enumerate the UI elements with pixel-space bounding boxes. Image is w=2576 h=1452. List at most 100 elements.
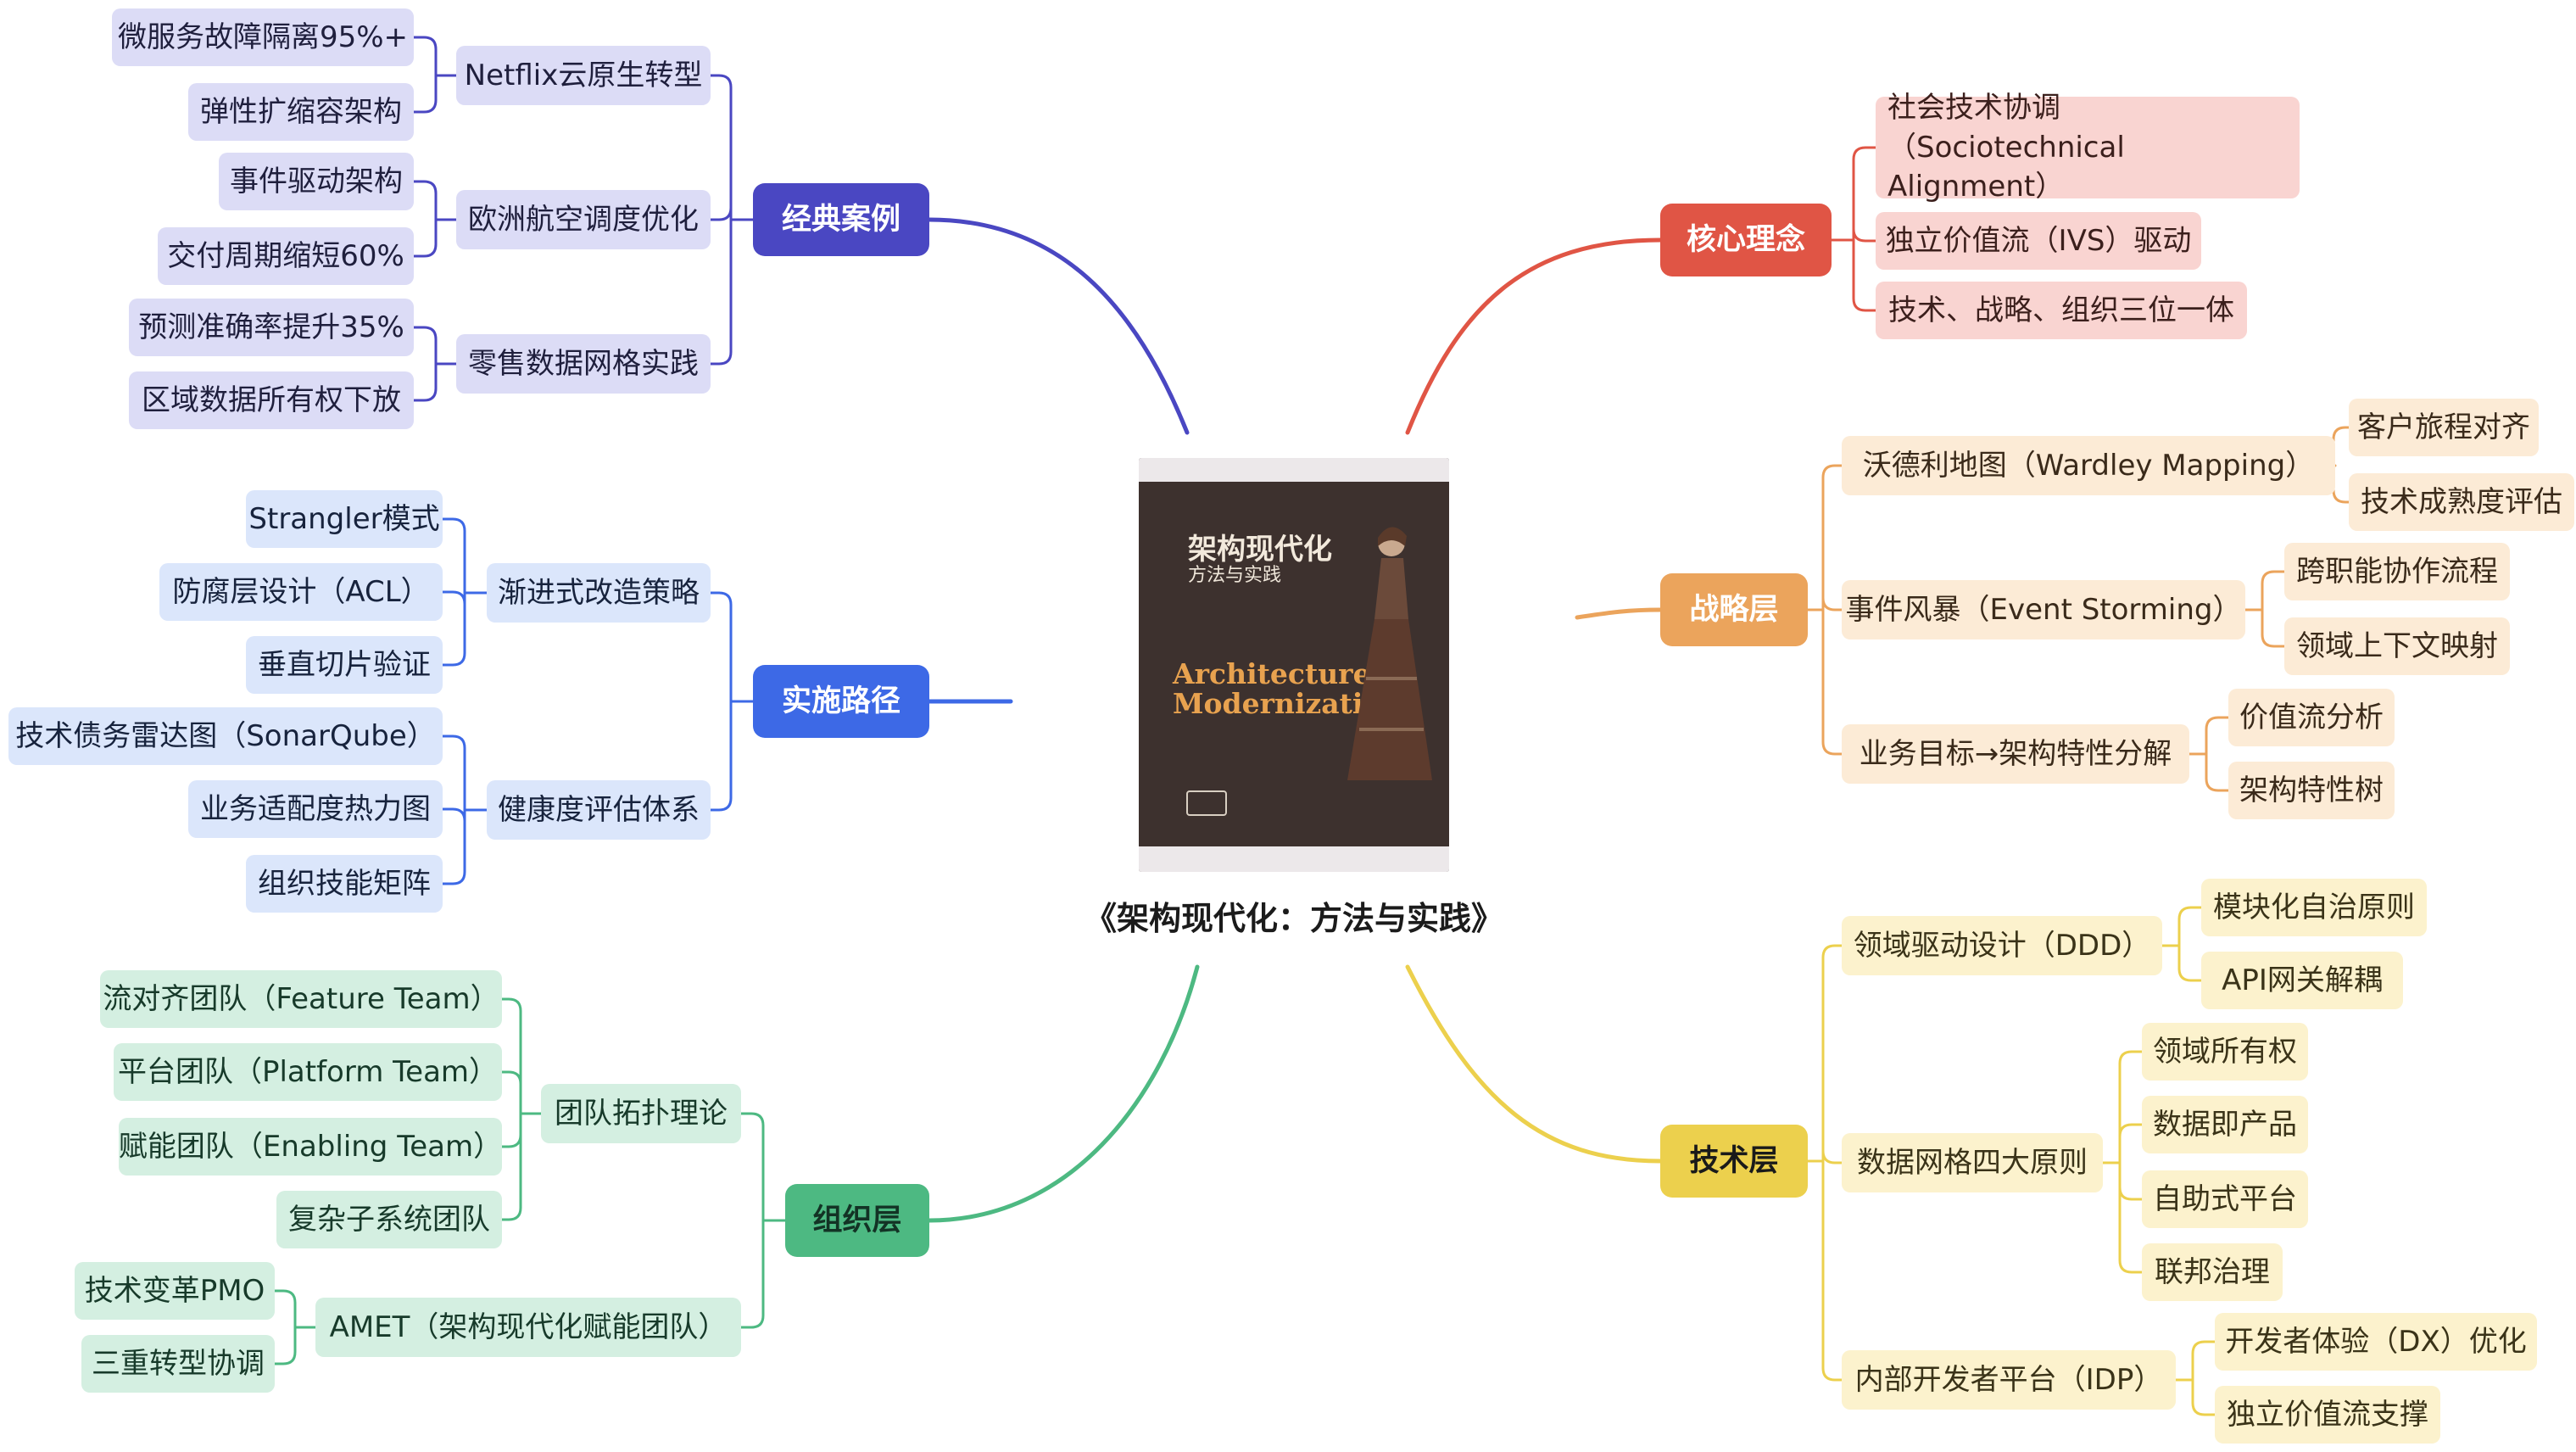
retail-leg-1 — [412, 362, 438, 402]
org-transformation-pmo[interactable]: 技术变革PMO — [75, 1262, 275, 1320]
path-business-heatmap[interactable]: 业务适配度热力图 — [188, 780, 443, 838]
tech-data-mesh[interactable]: 数据网格四大原则 — [1842, 1133, 2103, 1192]
branch-strategy-layer[interactable]: 战略层 — [1660, 573, 1808, 646]
tech-value-stream-support[interactable]: 独立价值流支撑 — [2215, 1386, 2440, 1444]
topology-leg-3 — [500, 1112, 522, 1221]
case-aviation-cycle-time[interactable]: 交付周期缩短60% — [158, 227, 414, 285]
line-org — [927, 964, 1200, 1223]
orgb-leg-1 — [739, 1219, 765, 1329]
org-complicated-subsystem-team[interactable]: 复杂子系统团队 — [276, 1191, 502, 1248]
health-leg-0 — [441, 734, 466, 812]
topology-leg-0 — [500, 997, 522, 1115]
branch-core-concepts[interactable]: 核心理念 — [1660, 204, 1832, 276]
tech-api-gateway[interactable]: API网关解耦 — [2201, 952, 2403, 1009]
branch-classic-cases[interactable]: 经典案例 — [753, 183, 929, 256]
org-platform-team[interactable]: 平台团队（Platform Team） — [114, 1043, 502, 1101]
core-item-trinity[interactable]: 技术、战略、组织三位一体 — [1876, 282, 2247, 339]
goal-leg-0 — [2205, 716, 2230, 756]
pathb-leg-1 — [709, 700, 733, 812]
core-item-ivs[interactable]: 独立价值流（IVS）驱动 — [1876, 212, 2201, 270]
tech-idp[interactable]: 内部开发者平台（IDP） — [1842, 1350, 2176, 1410]
path-incremental-strategy[interactable]: 渐进式改造策略 — [487, 563, 711, 623]
strategy-leg-0 — [1821, 464, 1843, 612]
branch-org-layer[interactable]: 组织层 — [785, 1184, 929, 1257]
aviation-leg-0 — [412, 180, 438, 221]
path-acl[interactable]: 防腐层设计（ACL） — [159, 563, 443, 621]
org-enabling-team[interactable]: 赋能团队（Enabling Team） — [119, 1118, 502, 1176]
case-aviation-event-driven[interactable]: 事件驱动架构 — [219, 153, 414, 210]
wardley-leg-1 — [2332, 464, 2350, 504]
book-cover-subtitle: 方法与实践 — [1188, 565, 1282, 586]
orgb-leg-0 — [739, 1112, 765, 1222]
aviation-leg-1 — [412, 218, 438, 258]
line-cases — [927, 217, 1190, 435]
org-stream-aligned-team[interactable]: 流对齐团队（Feature Team） — [100, 970, 502, 1028]
strategy-wardley-mapping[interactable]: 沃德利地图（Wardley Mapping） — [1842, 436, 2335, 495]
strategy-cross-functional[interactable]: 跨职能协作流程 — [2284, 543, 2510, 600]
case-netflix[interactable]: Netflix云原生转型 — [456, 46, 711, 105]
case-netflix-elastic[interactable]: 弹性扩缩容架构 — [188, 83, 414, 141]
amet-leg-1 — [273, 1326, 297, 1365]
tech-leg-0 — [1821, 944, 1843, 1163]
branch-implementation-path[interactable]: 实施路径 — [753, 665, 929, 738]
tech-self-service-platform[interactable]: 自助式平台 — [2142, 1170, 2308, 1228]
tech-domain-ownership[interactable]: 领域所有权 — [2142, 1023, 2308, 1081]
tech-leg-2 — [1821, 1159, 1843, 1382]
case-eu-aviation[interactable]: 欧洲航空调度优化 — [456, 190, 711, 249]
line-tech — [1405, 964, 1663, 1164]
strategy-feature-tree[interactable]: 架构特性树 — [2228, 762, 2395, 819]
strategy-leg-2 — [1821, 608, 1843, 756]
path-strangler[interactable]: Strangler模式 — [246, 490, 443, 548]
strategy-event-storming[interactable]: 事件风暴（Event Storming） — [1842, 580, 2245, 639]
branch-tech-layer[interactable]: 技术层 — [1660, 1125, 1808, 1198]
ddd-leg-1 — [2177, 944, 2203, 982]
tech-ddd[interactable]: 领域驱动设计（DDD） — [1842, 916, 2162, 975]
health-leg-2 — [441, 808, 466, 885]
case-retail-forecast[interactable]: 预测准确率提升35% — [129, 299, 414, 356]
eventstorm-leg-0 — [2261, 570, 2286, 612]
core-leg-0 — [1852, 146, 1877, 242]
core-leg-2 — [1852, 238, 1877, 312]
incremental-leg-0 — [441, 517, 466, 595]
line-strategy — [1575, 607, 1663, 620]
book-cover-title: 架构现代化 — [1188, 533, 1332, 567]
path-skill-matrix[interactable]: 组织技能矩阵 — [246, 855, 443, 913]
topology-leg-2 — [500, 1112, 522, 1148]
mesh-leg-3 — [2118, 1161, 2144, 1274]
strategy-customer-journey[interactable]: 客户旅程对齐 — [2349, 399, 2539, 456]
cases-leg-0 — [709, 74, 733, 221]
tech-federated-governance[interactable]: 联邦治理 — [2142, 1243, 2283, 1301]
tech-data-as-product[interactable]: 数据即产品 — [2142, 1096, 2308, 1153]
path-health-assessment[interactable]: 健康度评估体系 — [487, 780, 711, 840]
health-leg-1 — [441, 807, 466, 822]
org-amet[interactable]: AMET（架构现代化赋能团队） — [315, 1298, 741, 1357]
strategy-tech-maturity[interactable]: 技术成熟度评估 — [2349, 473, 2574, 531]
idp-leg-0 — [2191, 1340, 2216, 1382]
cases-leg-1 — [709, 207, 733, 221]
tech-modular-autonomy[interactable]: 模块化自治原则 — [2201, 879, 2427, 936]
amet-leg-0 — [273, 1289, 297, 1329]
path-tech-debt-radar[interactable]: 技术债务雷达图（SonarQube） — [8, 707, 443, 765]
strategy-goal-decomposition[interactable]: 业务目标→架构特性分解 — [1842, 724, 2189, 784]
publisher-logo-icon — [1186, 790, 1227, 816]
strategy-value-stream[interactable]: 价值流分析 — [2228, 689, 2395, 746]
wardley-leg-0 — [2332, 426, 2350, 467]
pathb-leg-0 — [709, 591, 733, 703]
case-netflix-isolation[interactable]: 微服务故障隔离95%+ — [112, 8, 414, 66]
path-vertical-slice[interactable]: 垂直切片验证 — [246, 636, 443, 694]
idp-leg-1 — [2191, 1378, 2216, 1416]
core-item-sociotechnical[interactable]: 社会技术协调（Sociotechnical Alignment） — [1876, 91, 2300, 204]
org-triple-transformation[interactable]: 三重转型协调 — [81, 1335, 275, 1393]
org-team-topologies[interactable]: 团队拓扑理论 — [541, 1084, 741, 1143]
strategy-leg-1 — [1821, 597, 1843, 612]
netflix-leg-1 — [412, 74, 438, 114]
tech-dx-optimization[interactable]: 开发者体验（DX）优化 — [2215, 1313, 2537, 1371]
case-retail-ownership[interactable]: 区域数据所有权下放 — [129, 371, 414, 429]
netflix-leg-0 — [412, 36, 438, 77]
tech-leg-1 — [1821, 1150, 1843, 1164]
case-retail-data-mesh[interactable]: 零售数据网格实践 — [456, 334, 711, 394]
center-topic-title[interactable]: 《架构现代化：方法与实践》 — [1084, 899, 1503, 937]
mesh-leg-0 — [2118, 1050, 2144, 1164]
strategy-context-map[interactable]: 领域上下文映射 — [2284, 617, 2510, 675]
